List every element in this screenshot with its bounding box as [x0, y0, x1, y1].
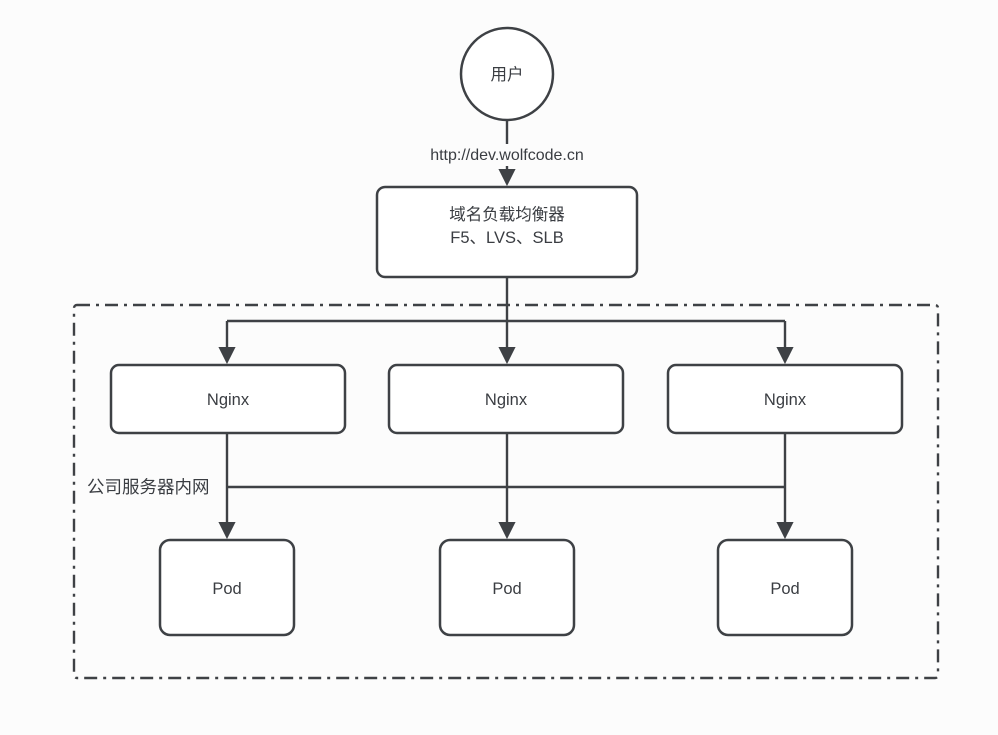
pod-label-3: Pod [770, 580, 799, 598]
intranet-label: 公司服务器内网 [87, 477, 210, 497]
user-node: 用户 [459, 26, 555, 122]
load-balancer-title: 域名负载均衡器 [449, 205, 565, 224]
pod-node: Pod [438, 538, 576, 637]
pod-box-2 [438, 538, 576, 637]
pod-box-3 [716, 538, 854, 637]
load-balancer-subtitle: F5、LVS、SLB [450, 229, 563, 247]
pod-label-2: Pod [492, 580, 521, 598]
pod-node: Pod [158, 538, 296, 637]
pod-label-1: Pod [212, 580, 241, 598]
nginx-node: Nginx [387, 363, 625, 435]
user-circle [459, 26, 555, 122]
nginx-label-3: Nginx [764, 391, 807, 409]
load-balancer-node: 域名负载均衡器 F5、LVS、SLB [375, 185, 639, 279]
nginx-label-2: Nginx [485, 391, 528, 409]
pod-node: Pod [716, 538, 854, 637]
pod-box-1 [158, 538, 296, 637]
user-label: 用户 [491, 65, 524, 84]
request-url-label: http://dev.wolfcode.cn [430, 147, 584, 164]
nginx-label-1: Nginx [207, 391, 250, 409]
nginx-node: Nginx [109, 363, 347, 435]
nginx-node: Nginx [666, 363, 904, 435]
